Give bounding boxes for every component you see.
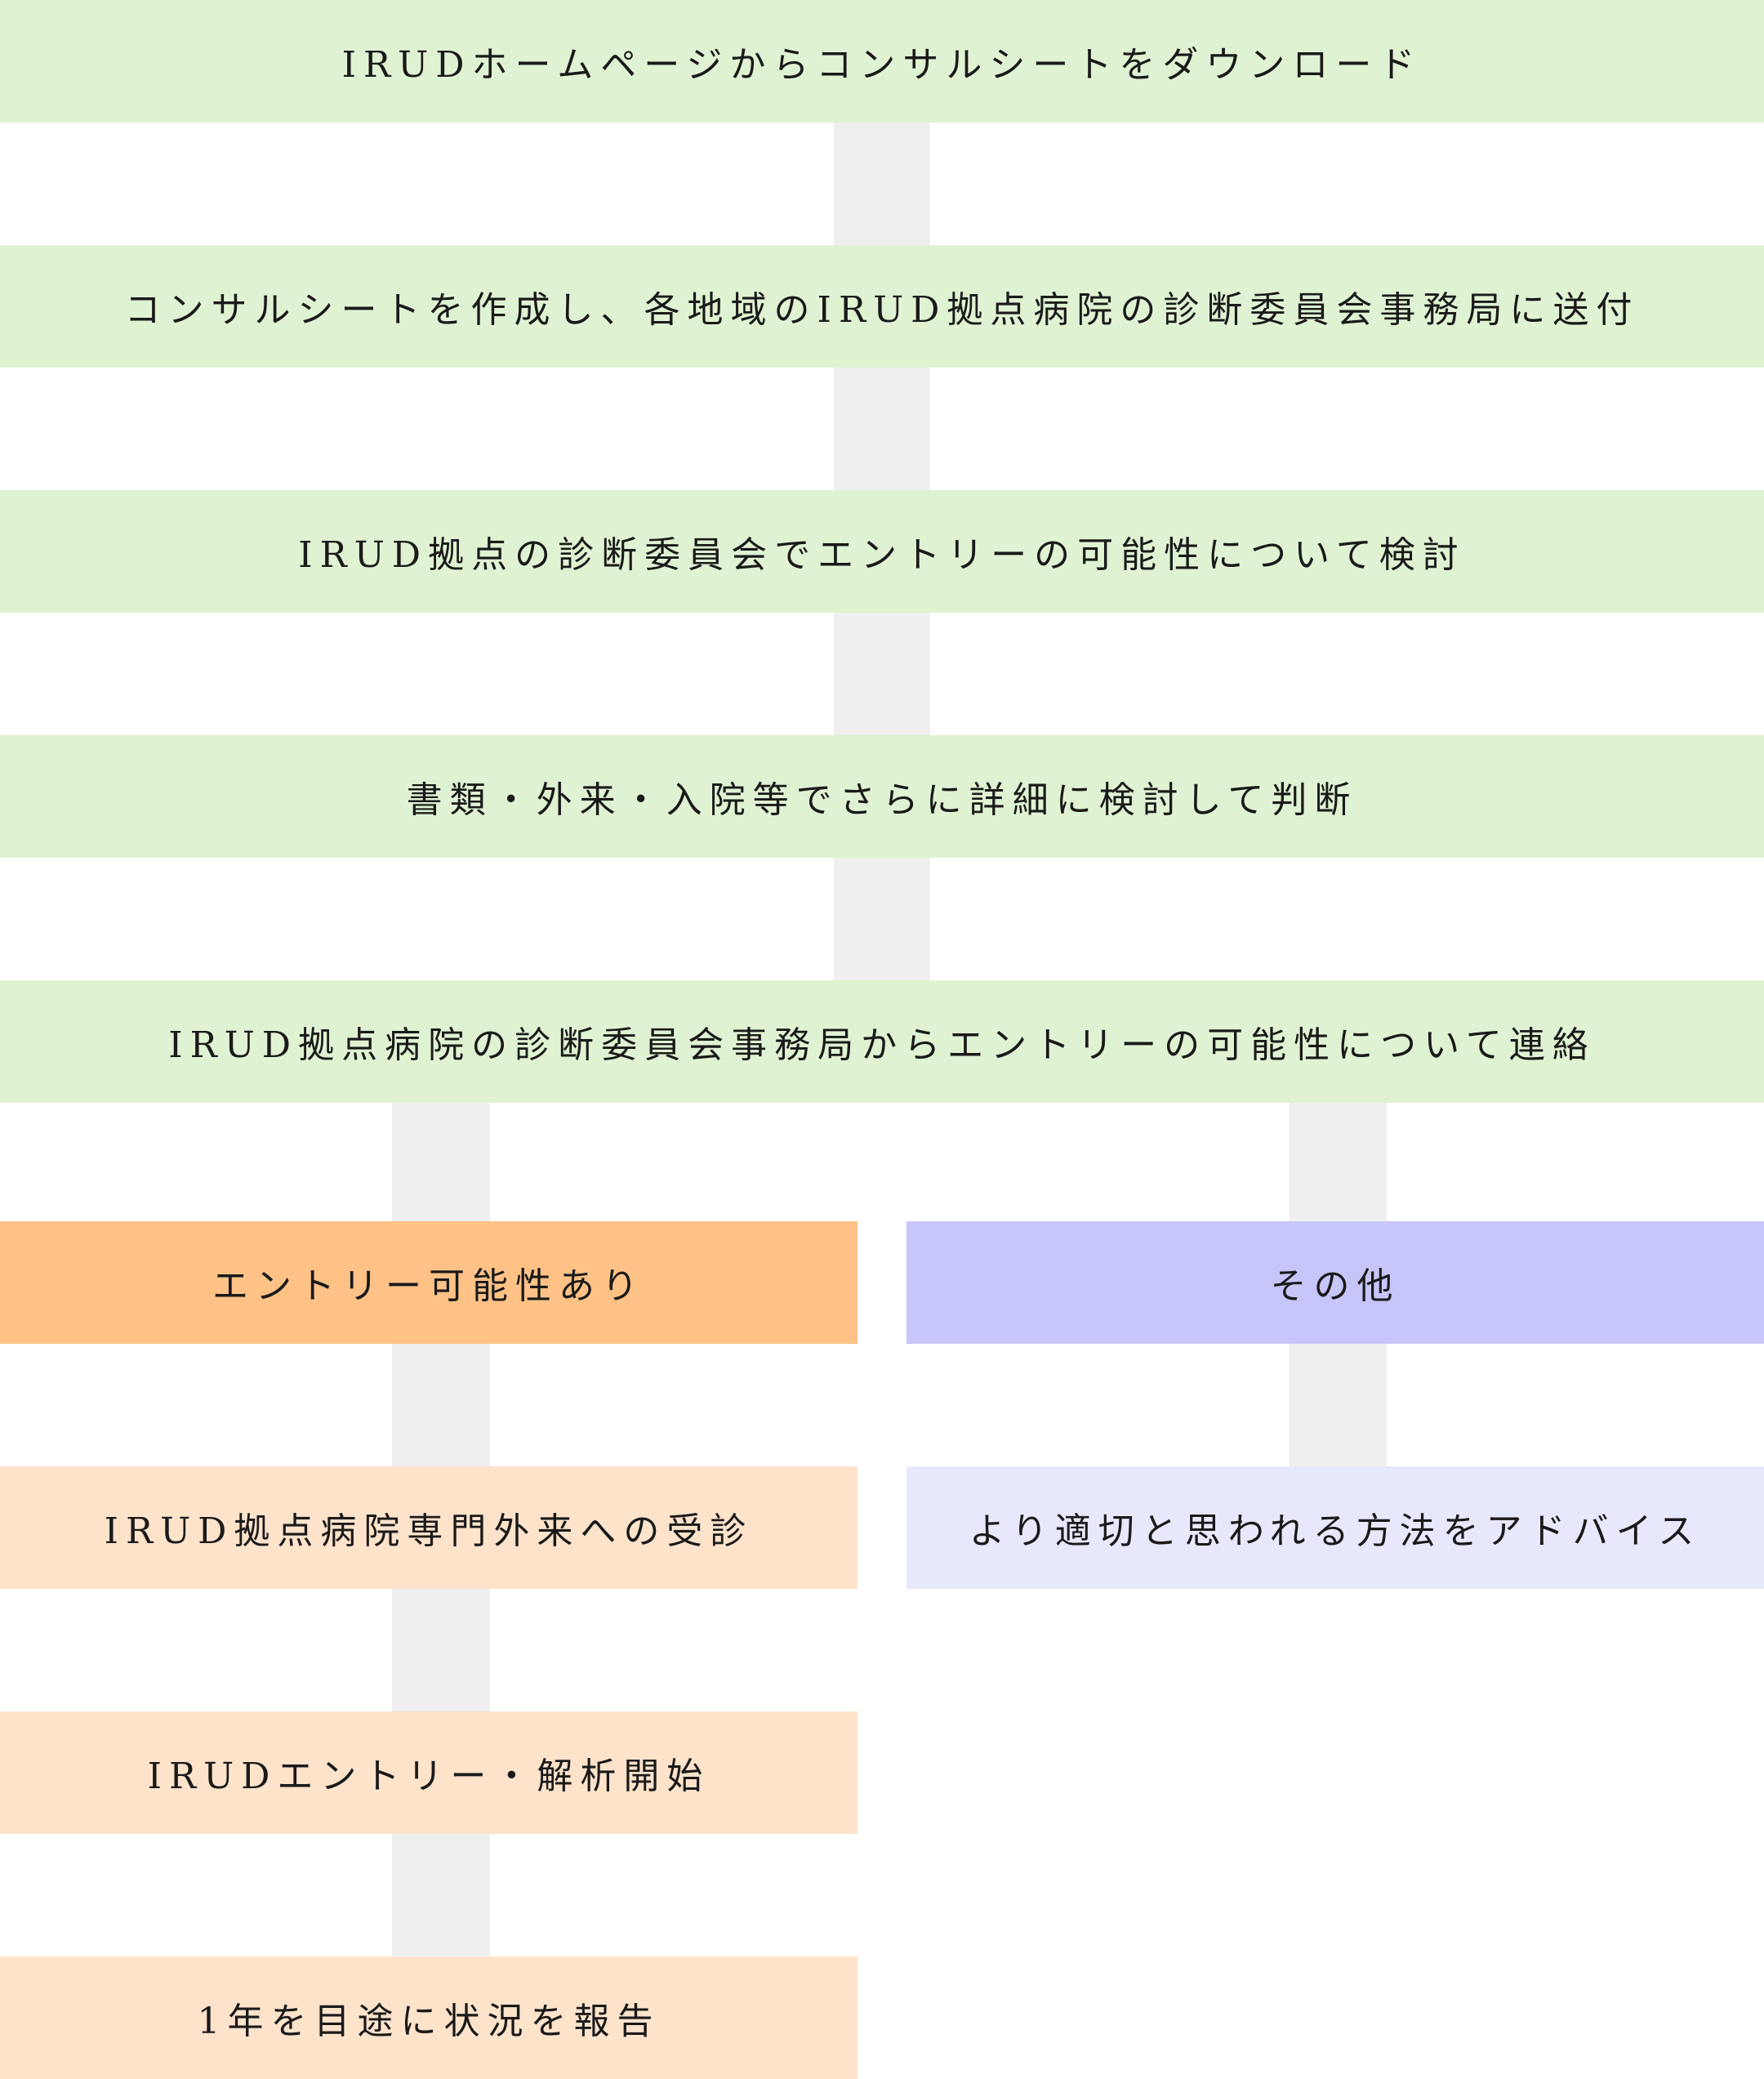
branch-label: エントリー可能性あり [212,1265,645,1307]
branch-other: その他 [906,1221,1764,1344]
step-entry-analysis: IRUDエントリー・解析開始 [0,1711,858,1834]
step-label: コンサルシートを作成し、各地域のIRUD拠点病院の診断委員会事務局に送付 [124,289,1640,331]
step-report: 1年を目途に状況を報告 [0,1956,858,2079]
step-label: IRUD拠点病院専門外来への受診 [104,1510,754,1552]
branch-label: その他 [1270,1265,1401,1307]
step-label: 書類・外来・入院等でさらに詳細に検討して判断 [406,779,1358,821]
step-label: IRUDエントリー・解析開始 [147,1756,710,1797]
step-label: 1年を目途に状況を報告 [197,2001,661,2042]
step-send-sheet: コンサルシートを作成し、各地域のIRUD拠点病院の診断委員会事務局に送付 [0,245,1764,368]
branch-entry-possible: エントリー可能性あり [0,1221,858,1344]
step-label: IRUD拠点の診断委員会でエントリーの可能性について検討 [298,534,1466,576]
step-outpatient-visit: IRUD拠点病院専門外来への受診 [0,1466,858,1589]
step-advice: より適切と思われる方法をアドバイス [906,1466,1764,1589]
step-detailed-review: 書類・外来・入院等でさらに詳細に検討して判断 [0,735,1764,858]
step-label: IRUD拠点病院の診断委員会事務局からエントリーの可能性について連絡 [168,1024,1596,1066]
step-label: より適切と思われる方法をアドバイス [969,1510,1702,1552]
step-download: IRUDホームページからコンサルシートをダウンロード [0,0,1764,123]
step-committee-review: IRUD拠点の診断委員会でエントリーの可能性について検討 [0,490,1764,613]
step-label: IRUDホームページからコンサルシートをダウンロード [341,44,1423,86]
step-contact: IRUD拠点病院の診断委員会事務局からエントリーの可能性について連絡 [0,980,1764,1103]
